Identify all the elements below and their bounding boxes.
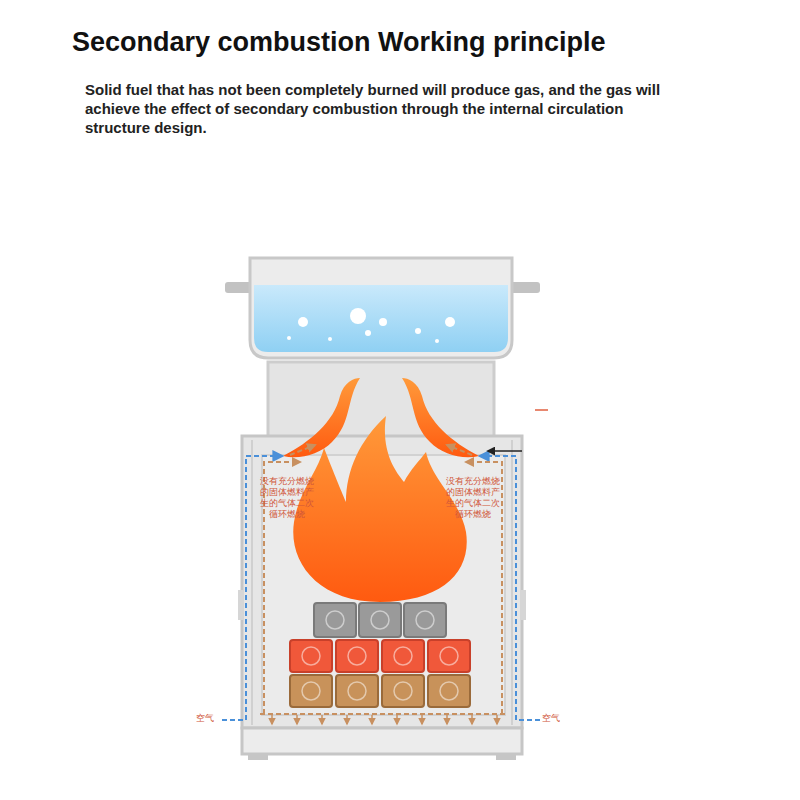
down-arrow — [471, 715, 473, 724]
down-arrow — [421, 715, 423, 724]
title: Secondary combustion Working principle — [72, 26, 606, 58]
air-label: 空气 — [542, 713, 560, 724]
air-label: 空气 — [196, 713, 214, 724]
flow-note: 没有充分燃烧的固体燃料产生的气体二次循环燃烧 — [444, 476, 502, 520]
down-arrow — [296, 715, 298, 724]
down-arrow — [371, 715, 373, 724]
flow-note: 没有充分燃烧的固体燃料产生的气体二次循环燃烧 — [258, 476, 316, 520]
pointer-arrow — [488, 450, 522, 452]
down-arrow — [346, 715, 348, 724]
tick-mark — [535, 409, 548, 411]
fuel-blocks — [290, 603, 470, 707]
air-flow — [222, 445, 540, 720]
pot — [225, 258, 540, 358]
down-arrow — [271, 715, 273, 724]
down-arrow — [496, 715, 498, 724]
down-arrow — [396, 715, 398, 724]
description: Solid fuel that has not been completely … — [85, 80, 685, 137]
down-arrow — [446, 715, 448, 724]
down-arrow — [321, 715, 323, 724]
down-arrows — [272, 715, 497, 724]
